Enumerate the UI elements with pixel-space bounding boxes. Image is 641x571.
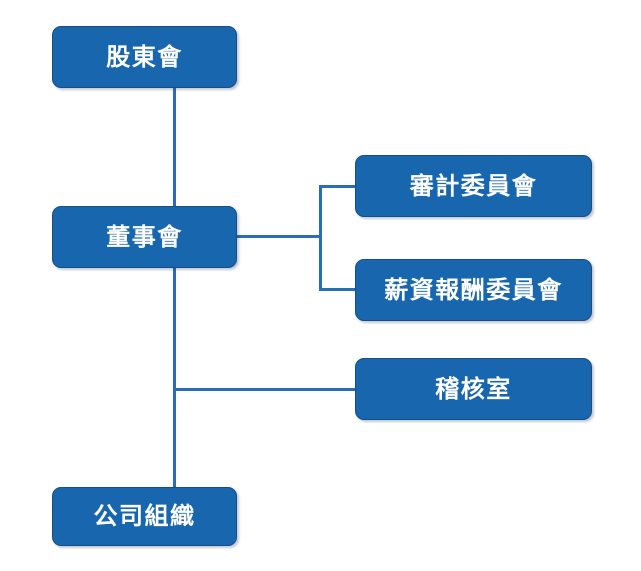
node-audit-committee[interactable]: 審計委員會 [355,155,592,217]
node-compensation-committee[interactable]: 薪資報酬委員會 [355,259,592,321]
connector-committee-bracket-spine [319,185,322,289]
node-audit-office[interactable]: 稽核室 [355,358,592,420]
connector-to-audit-committee [319,185,357,188]
connector-board-to-company [173,266,176,489]
connector-to-audit-office [173,388,357,391]
node-label-company-organization: 公司組織 [93,502,196,531]
node-label-shareholders-meeting: 股東會 [106,42,183,71]
connector-shareholders-to-board [173,88,176,208]
node-label-compensation-committee: 薪資報酬委員會 [384,275,563,304]
node-shareholders-meeting[interactable]: 股東會 [52,26,237,88]
connector-to-compensation-committee [319,288,357,291]
node-label-audit-committee: 審計委員會 [409,171,538,200]
node-label-audit-office: 稽核室 [435,374,512,403]
node-company-organization[interactable]: 公司組織 [52,487,237,546]
connector-board-bracket-stem [236,235,322,238]
node-label-board-of-directors: 董事會 [106,222,183,251]
node-board-of-directors[interactable]: 董事會 [52,206,237,268]
